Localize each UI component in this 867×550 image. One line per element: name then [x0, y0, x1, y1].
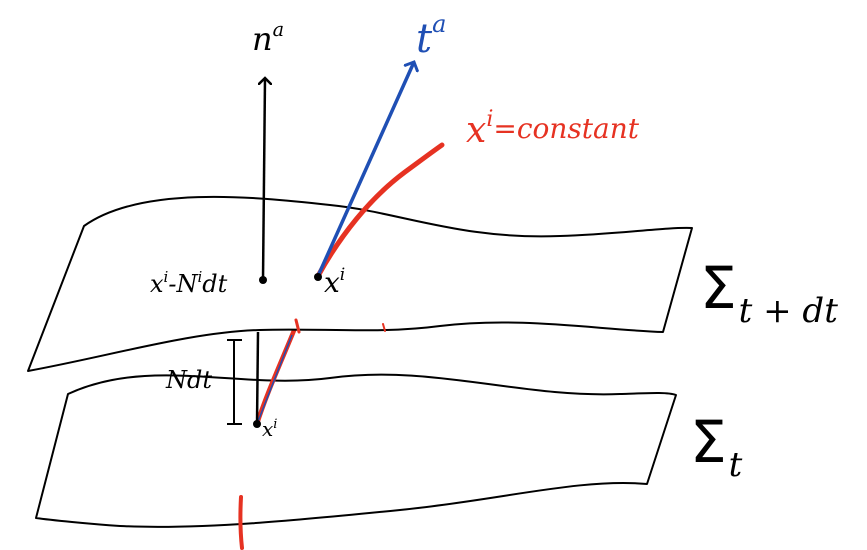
worldline-upper-segment	[315, 142, 445, 279]
time-vector-arrow	[316, 62, 414, 277]
time-vector-label: ta	[416, 10, 446, 62]
upper-point-x-dot	[314, 273, 322, 281]
lower-point-label: xi	[262, 417, 277, 441]
time-vector-between-sheets	[256, 334, 293, 425]
lower-point-dot	[253, 420, 261, 428]
upper-sheet-label: Σt + dt	[700, 254, 838, 331]
normal-between-sheets	[255, 331, 260, 425]
lapse-label: Ndt	[165, 366, 212, 394]
lapse-bracket	[227, 339, 242, 425]
upper-hypersurface	[27, 195, 693, 372]
shifted-point-dot	[259, 276, 267, 284]
shifted-point-label: xi-Nidt	[150, 268, 228, 298]
upper-point-label: xi	[324, 265, 345, 299]
normal-vector-arrow	[263, 78, 265, 281]
lower-sheet-label: Σt	[690, 408, 743, 485]
worldline-edge-mark-2	[382, 323, 386, 332]
worldline-bottom-segment	[238, 495, 244, 550]
normal-vector-label: na	[252, 18, 284, 58]
worldline-label: xi=constant	[466, 107, 640, 151]
lower-hypersurface	[35, 373, 677, 528]
worldline-edge-mark	[294, 318, 301, 334]
